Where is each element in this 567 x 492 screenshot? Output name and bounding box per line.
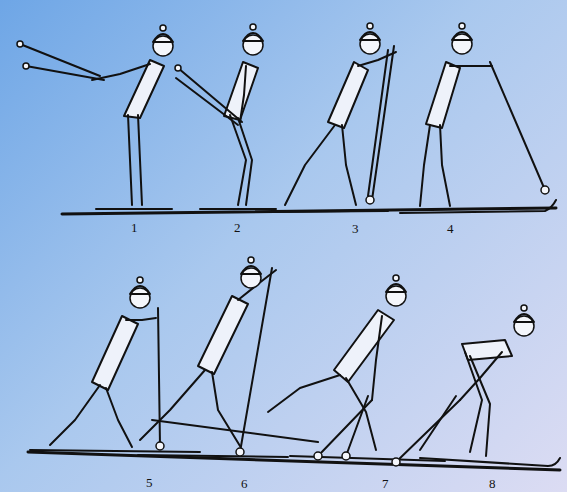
callout-number: 5 (146, 475, 153, 491)
callout-number: 2 (234, 220, 241, 236)
callout-number: 3 (352, 221, 359, 237)
skier-figures (17, 23, 560, 470)
callout-number: 8 (489, 476, 496, 492)
callout-number: 4 (447, 221, 454, 237)
callout-number: 1 (131, 220, 138, 236)
callout-number: 6 (241, 476, 248, 492)
callout-number: 7 (382, 476, 389, 492)
